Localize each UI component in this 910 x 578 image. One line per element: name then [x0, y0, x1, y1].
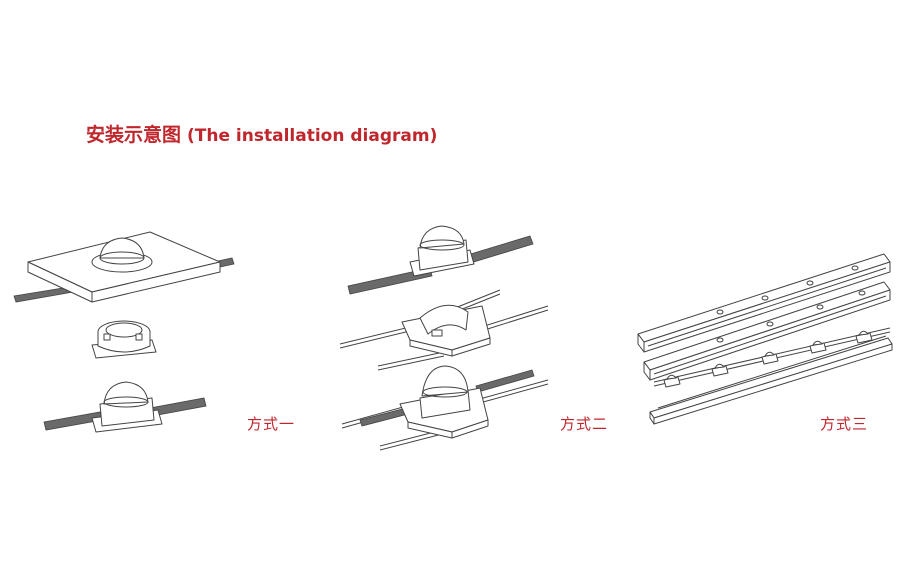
- ring-holder: [91, 320, 157, 359]
- method-1-top-module: [91, 237, 153, 273]
- title-english: (The installation diagram): [187, 126, 438, 146]
- diagram-title: 安装示意图(The installation diagram): [86, 120, 437, 147]
- method-2-illustration: [339, 225, 549, 451]
- method-1-illustration: [13, 231, 235, 433]
- method-1-bottom-module: [43, 381, 207, 433]
- method-3-module-strip: [653, 327, 891, 388]
- method-1-label: 方式一: [247, 415, 296, 433]
- method-3-illustration: [637, 253, 893, 425]
- method-2-bottom-module: [341, 365, 549, 451]
- method-3-label: 方式三: [820, 415, 869, 433]
- method-3-bottom-rail: [649, 335, 893, 425]
- method-3-top-channel: [637, 253, 891, 353]
- method-2-label: 方式二: [560, 415, 609, 433]
- method-2-middle-holder: [339, 289, 549, 371]
- method-2-top-module: [347, 225, 534, 295]
- title-chinese: 安装示意图: [86, 124, 182, 146]
- mounting-board: [27, 231, 221, 303]
- method-3-middle-channel: [643, 281, 891, 381]
